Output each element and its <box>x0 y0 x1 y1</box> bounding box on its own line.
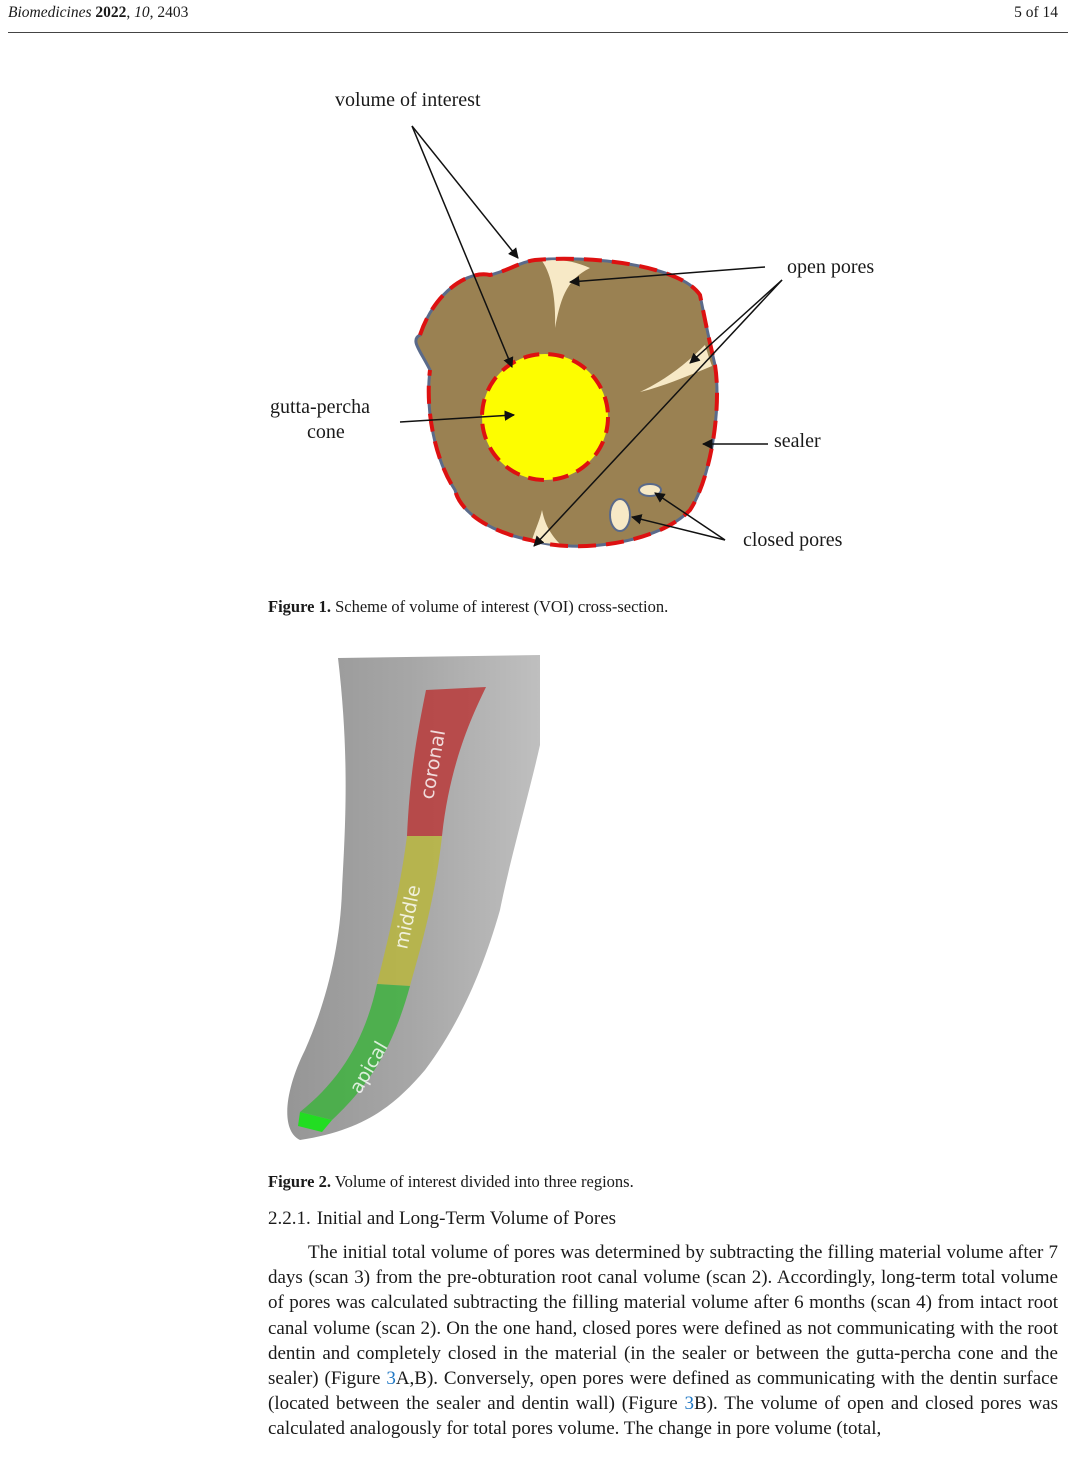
figure-2-caption: Figure 2. Volume of interest divided int… <box>268 1172 634 1191</box>
arrow-open-pore-top <box>568 266 766 287</box>
page-number: 5 of 14 <box>1014 4 1058 21</box>
open-pore-bottom <box>532 510 560 544</box>
body-paragraph: The initial total volume of pores was de… <box>268 1242 1059 1440</box>
arrow-gutta-percha <box>399 410 516 423</box>
region-middle <box>377 836 442 986</box>
label-volume-of-interest: volume of interest <box>335 89 481 111</box>
closed-pore-large <box>609 498 631 532</box>
label-sealer: sealer <box>774 430 821 452</box>
arrow-closed-pore-small <box>654 492 726 541</box>
figure-2-image: coronal middle apical <box>287 655 540 1140</box>
journal-citation: Biomedicines 2022, 10, 2403 <box>8 4 189 21</box>
arrow-open-pore-bottom <box>533 279 783 547</box>
arrow-closed-pore-large <box>630 514 726 541</box>
label-gutta-percha-line2: cone <box>307 421 345 443</box>
section-heading: 2.2.1.Initial and Long-Term Volume of Po… <box>268 1208 617 1229</box>
figure-3-reference-link[interactable]: 3 <box>684 1393 695 1415</box>
open-pore-top <box>542 260 590 328</box>
voi-outer-outline <box>418 256 719 549</box>
header-rule <box>8 32 1068 33</box>
gutta-percha-cone <box>482 354 608 480</box>
region-coronal <box>407 687 486 836</box>
arrow-voi-outer <box>411 125 519 259</box>
region-apical <box>300 984 410 1120</box>
page-header: Biomedicines 2022, 10, 2403 5 of 14 <box>8 4 1068 30</box>
arrow-voi-inner <box>411 125 514 368</box>
arrow-open-pore-right <box>689 279 783 364</box>
label-open-pores: open pores <box>787 256 874 278</box>
figure-1-diagram: volume of interest open pores gutta-perc… <box>270 89 874 551</box>
apical-tip <box>298 1112 332 1132</box>
figure-3-reference-link[interactable]: 3 <box>386 1368 396 1390</box>
label-gutta-percha-line1: gutta-percha <box>270 396 370 418</box>
figure-1-caption: Figure 1. Scheme of volume of interest (… <box>268 597 669 616</box>
voi-inner-outline <box>480 352 610 482</box>
label-closed-pores: closed pores <box>743 529 843 551</box>
